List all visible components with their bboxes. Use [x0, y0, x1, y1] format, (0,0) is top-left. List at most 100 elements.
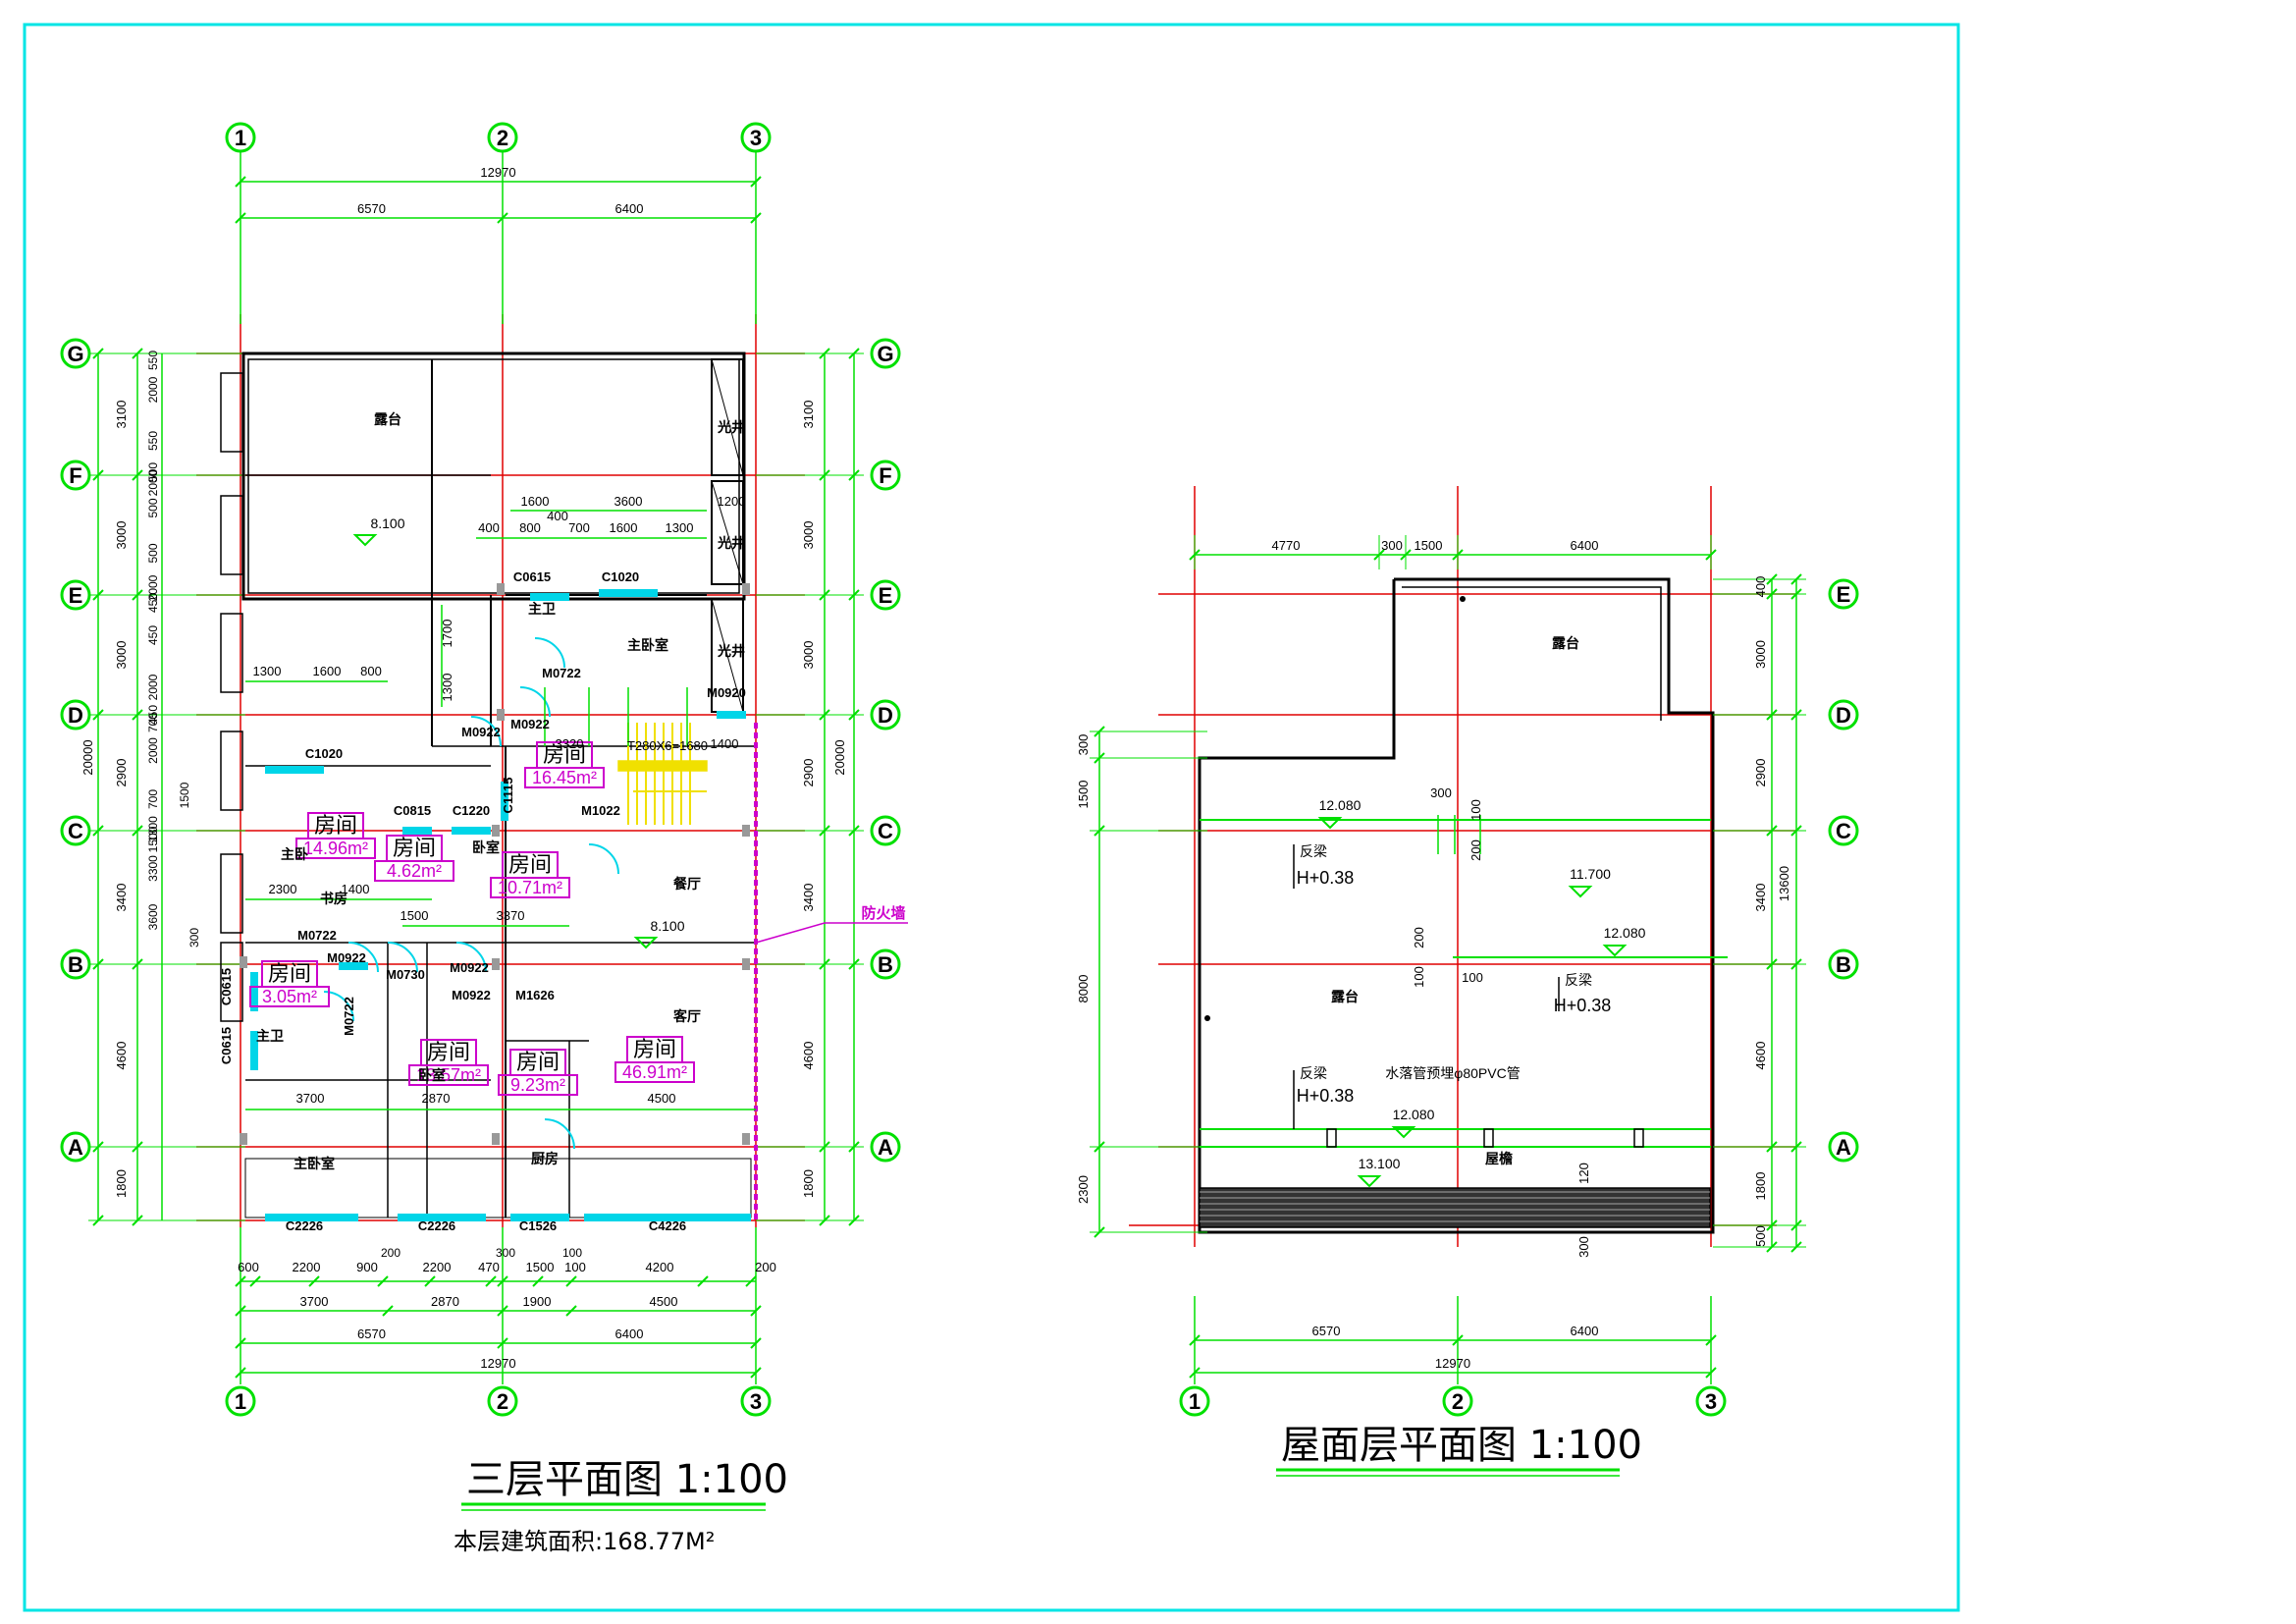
roof-axis-row-D: D: [1836, 703, 1851, 728]
roof-note: 露台: [1552, 635, 1579, 651]
dim-tick: [1766, 709, 1778, 721]
dim-tick: [819, 589, 830, 601]
room-tag-label: 房间: [314, 813, 357, 838]
axis-row-left-D: D: [68, 703, 83, 728]
elevation-triangle: [352, 534, 378, 547]
axis-col-top-2-circle: [487, 122, 518, 153]
room-tag-area: 10.71m²: [498, 878, 562, 897]
window-label: C2226: [286, 1218, 323, 1233]
room-tag-area-box: [374, 860, 454, 882]
roof-dim-top: 300: [1381, 538, 1403, 553]
dim-tick: [249, 1275, 261, 1287]
roof-dim-inner-text: 100: [1462, 970, 1483, 985]
roof-note: 反梁: [1300, 843, 1327, 859]
wall-balcony-cut: [220, 372, 243, 453]
column-mark: [492, 1133, 500, 1145]
roof-dim-right: 4600: [1753, 1042, 1768, 1070]
dim-tick: [92, 469, 104, 481]
dim-interior: 3600: [614, 494, 643, 509]
room-tag-area-box: [524, 767, 605, 788]
axis-row-right-B: B: [878, 952, 893, 977]
dim-interior: 1400: [711, 736, 739, 751]
wall-balcony-cut: [220, 495, 243, 575]
roof-elevation: 13.100: [1359, 1156, 1401, 1171]
axis-row-left-A-circle: [60, 1131, 91, 1163]
firewall-leader: [755, 922, 908, 944]
room-tag-area-box: [490, 877, 570, 898]
axis-row-left-A: A: [68, 1135, 83, 1160]
dim-left-inner: 700: [146, 713, 160, 732]
dim-tick: [1790, 709, 1802, 721]
dim-bottom-row1: 2200: [423, 1260, 452, 1274]
dim-bottom-row1b: 300: [496, 1246, 515, 1260]
dim-tick: [92, 1215, 104, 1226]
linework: [88, 137, 1806, 1384]
dim-tick: [697, 1275, 709, 1287]
dim-tick: [235, 212, 246, 224]
dim-interior: 1300: [440, 674, 454, 702]
dim-left-inner: 450: [146, 625, 160, 645]
dim-tick: [132, 348, 143, 359]
column-mark: [492, 958, 500, 970]
dim-tick: [848, 1215, 860, 1226]
dim-left-inner: 550: [146, 351, 160, 370]
dim-top-total: 12970: [480, 165, 515, 180]
dim-interior: 800: [519, 520, 541, 535]
dim-tick: [1766, 573, 1778, 585]
dim-tick: [485, 1275, 497, 1287]
dim-left-inner: 3600: [146, 903, 160, 930]
axis-row-left-E-circle: [60, 579, 91, 611]
wall-balcony-cut: [220, 613, 243, 693]
axis-row-left-D-circle: [60, 699, 91, 731]
dim-left-inner: 1300: [146, 816, 160, 842]
dim-tick: [132, 1215, 143, 1226]
dim-right-outer: 3000: [801, 521, 816, 550]
roof-axis-col-2-circle: [1442, 1385, 1473, 1417]
dim-tick: [1790, 588, 1802, 600]
dim-bottom-row1: 100: [564, 1260, 586, 1274]
roof-dim-left: 2300: [1076, 1175, 1091, 1204]
dim-left-inner: 1500: [146, 826, 160, 852]
room-tag-label: 房间: [516, 1050, 560, 1074]
roof-axis-col-3: 3: [1705, 1389, 1717, 1414]
room-name: 客厅: [672, 1008, 701, 1024]
dim-interior: 1600: [610, 520, 638, 535]
room-tag-area-box: [295, 838, 376, 859]
window-label: M0922: [510, 717, 550, 731]
window-label: C1220: [453, 803, 490, 818]
wall-diag: [711, 480, 744, 585]
room-tag-area: 16.45m²: [532, 768, 597, 787]
dim-interior: 1200: [718, 494, 746, 509]
dim-tick: [132, 589, 143, 601]
window-label: M0922: [327, 950, 366, 965]
dim-tick: [1766, 1141, 1778, 1153]
wall-lightwell: [711, 358, 744, 476]
window-mark: [717, 711, 746, 719]
roof-elev-triangle: [1602, 945, 1628, 957]
room-tag-area-box: [498, 1074, 578, 1096]
dim-left-outer: 4600: [114, 1042, 129, 1070]
dim-left-extra: 300: [187, 928, 201, 947]
window-label: C1526: [519, 1218, 557, 1233]
window-label: M0922: [461, 725, 501, 739]
dim-tick: [532, 1275, 544, 1287]
dim-tick: [424, 1275, 436, 1287]
roof-dim-right: 500: [1753, 1225, 1768, 1247]
dim-tick: [848, 709, 860, 721]
dim-left-inner: 550: [146, 431, 160, 451]
axis-row-right-C: C: [878, 819, 893, 843]
room-name: 光井: [717, 643, 745, 659]
dim-bottom-total: 12970: [480, 1356, 515, 1371]
room-name: 主卫: [256, 1028, 284, 1044]
room-tag-label: 房间: [633, 1037, 676, 1061]
dim-top-right: 6400: [615, 201, 644, 216]
window-label: C1115: [501, 778, 515, 814]
room-name: 主卧: [281, 846, 308, 862]
dim-left-inner: 2000: [146, 469, 160, 496]
axis-row-right-C-circle: [870, 815, 901, 846]
dim-left-inner: 2000: [146, 737, 160, 764]
dim-bottom-row1: 600: [238, 1260, 259, 1274]
roof-parapet: [1199, 1187, 1711, 1228]
dim-right-total: 20000: [832, 739, 847, 775]
firewall-label: 防火墙: [861, 904, 905, 922]
